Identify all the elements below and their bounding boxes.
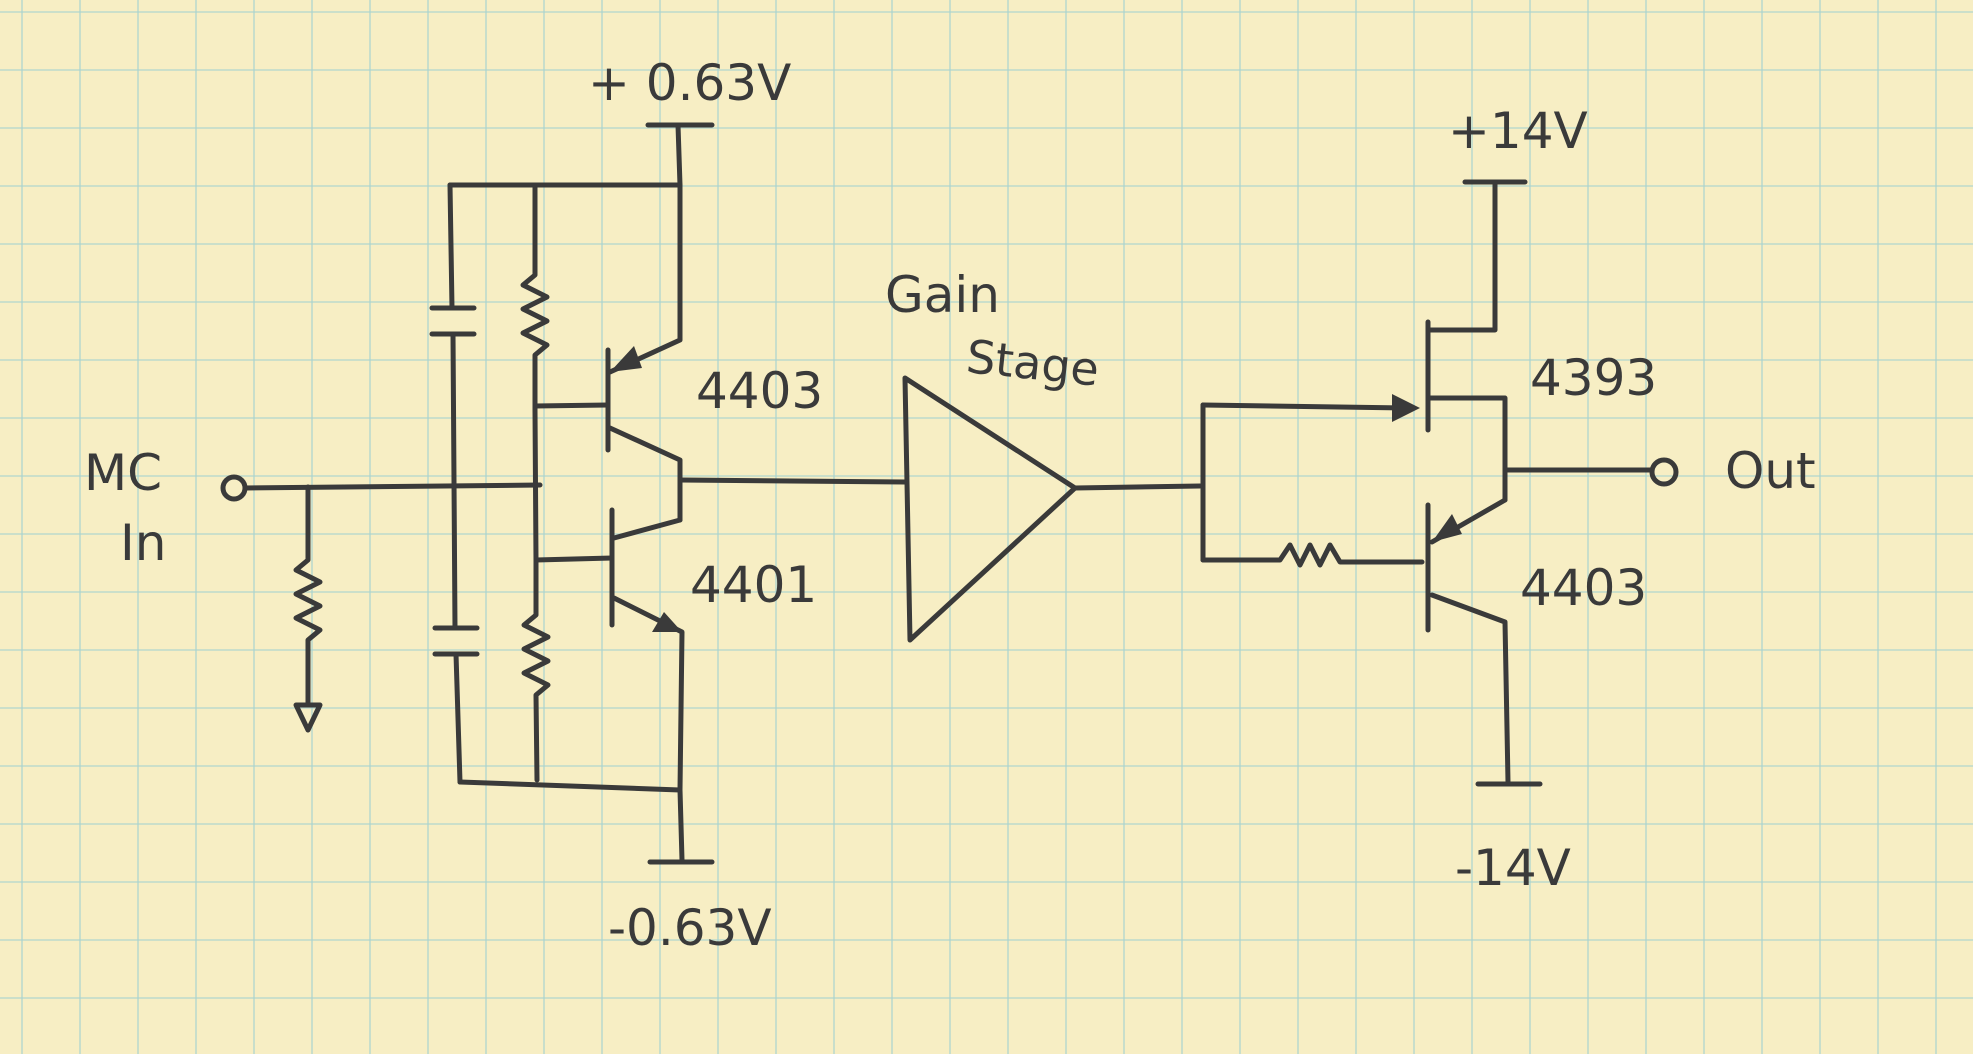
- gain-stage-output-wire: [1072, 483, 1203, 491]
- input-label-mc: MC: [84, 444, 162, 502]
- fet-gate-wire: [1200, 402, 1408, 411]
- pnp-right-collector: [1429, 592, 1511, 785]
- gain-stage-label-gain: Gain: [885, 266, 1000, 324]
- input-wire: [242, 482, 543, 491]
- supply-top-right-label: +14V: [1448, 102, 1588, 160]
- ground-symbol: [293, 702, 323, 733]
- fet-source-wire: [1425, 395, 1508, 503]
- npn-collector: [611, 517, 683, 541]
- pnp-emitter-arrow: [610, 346, 642, 372]
- output-label: Out: [1725, 442, 1816, 500]
- pnp-collector: [607, 425, 683, 523]
- npn-base-wire: [533, 555, 615, 563]
- q-bottom-right-label: 4403: [1520, 559, 1647, 617]
- complementary-pair-section: + 0.63V -0.63V 4403 4401: [429, 54, 908, 957]
- bias-resistor-bottom: [521, 557, 551, 783]
- pnp-base-wire: [532, 402, 611, 409]
- output-terminal[interactable]: [1649, 457, 1679, 487]
- cap-column-wire-bottom: [453, 651, 463, 785]
- bias-middle-wire: [532, 407, 539, 563]
- input-section: MC In: [84, 444, 543, 733]
- gain-stage-triangle[interactable]: [902, 375, 1078, 643]
- bottom-supply-wire: [677, 787, 685, 863]
- supply-top-left-label: + 0.63V: [588, 54, 791, 112]
- fet-gate-arrow: [1392, 394, 1420, 422]
- q-top-right-label: 4393: [1530, 349, 1657, 407]
- q-bottom-left-label: 4401: [690, 556, 817, 614]
- bias-resistor-top: [520, 182, 550, 413]
- pair-output-wire: [677, 477, 908, 485]
- input-resistor: [293, 484, 323, 708]
- output-stage: +14V 4393 Out 4403 -14V: [1200, 102, 1816, 897]
- pnp-right-emitter-arrow: [1432, 514, 1462, 542]
- fet-drain-wire: [1425, 180, 1498, 333]
- q-top-left-label: 4403: [696, 362, 823, 420]
- cap-column-wire-top: [447, 182, 455, 311]
- supply-bottom-left-label: -0.63V: [608, 899, 772, 957]
- base-resistor: [1200, 542, 1425, 568]
- bottom-rail: [457, 779, 683, 793]
- input-label-in: In: [120, 514, 166, 572]
- top-supply-wire: [675, 122, 683, 188]
- cap-column-wire-mid: [450, 331, 458, 631]
- supply-bottom-right-label: -14V: [1455, 839, 1571, 897]
- npn-emitter-arrow: [652, 612, 682, 632]
